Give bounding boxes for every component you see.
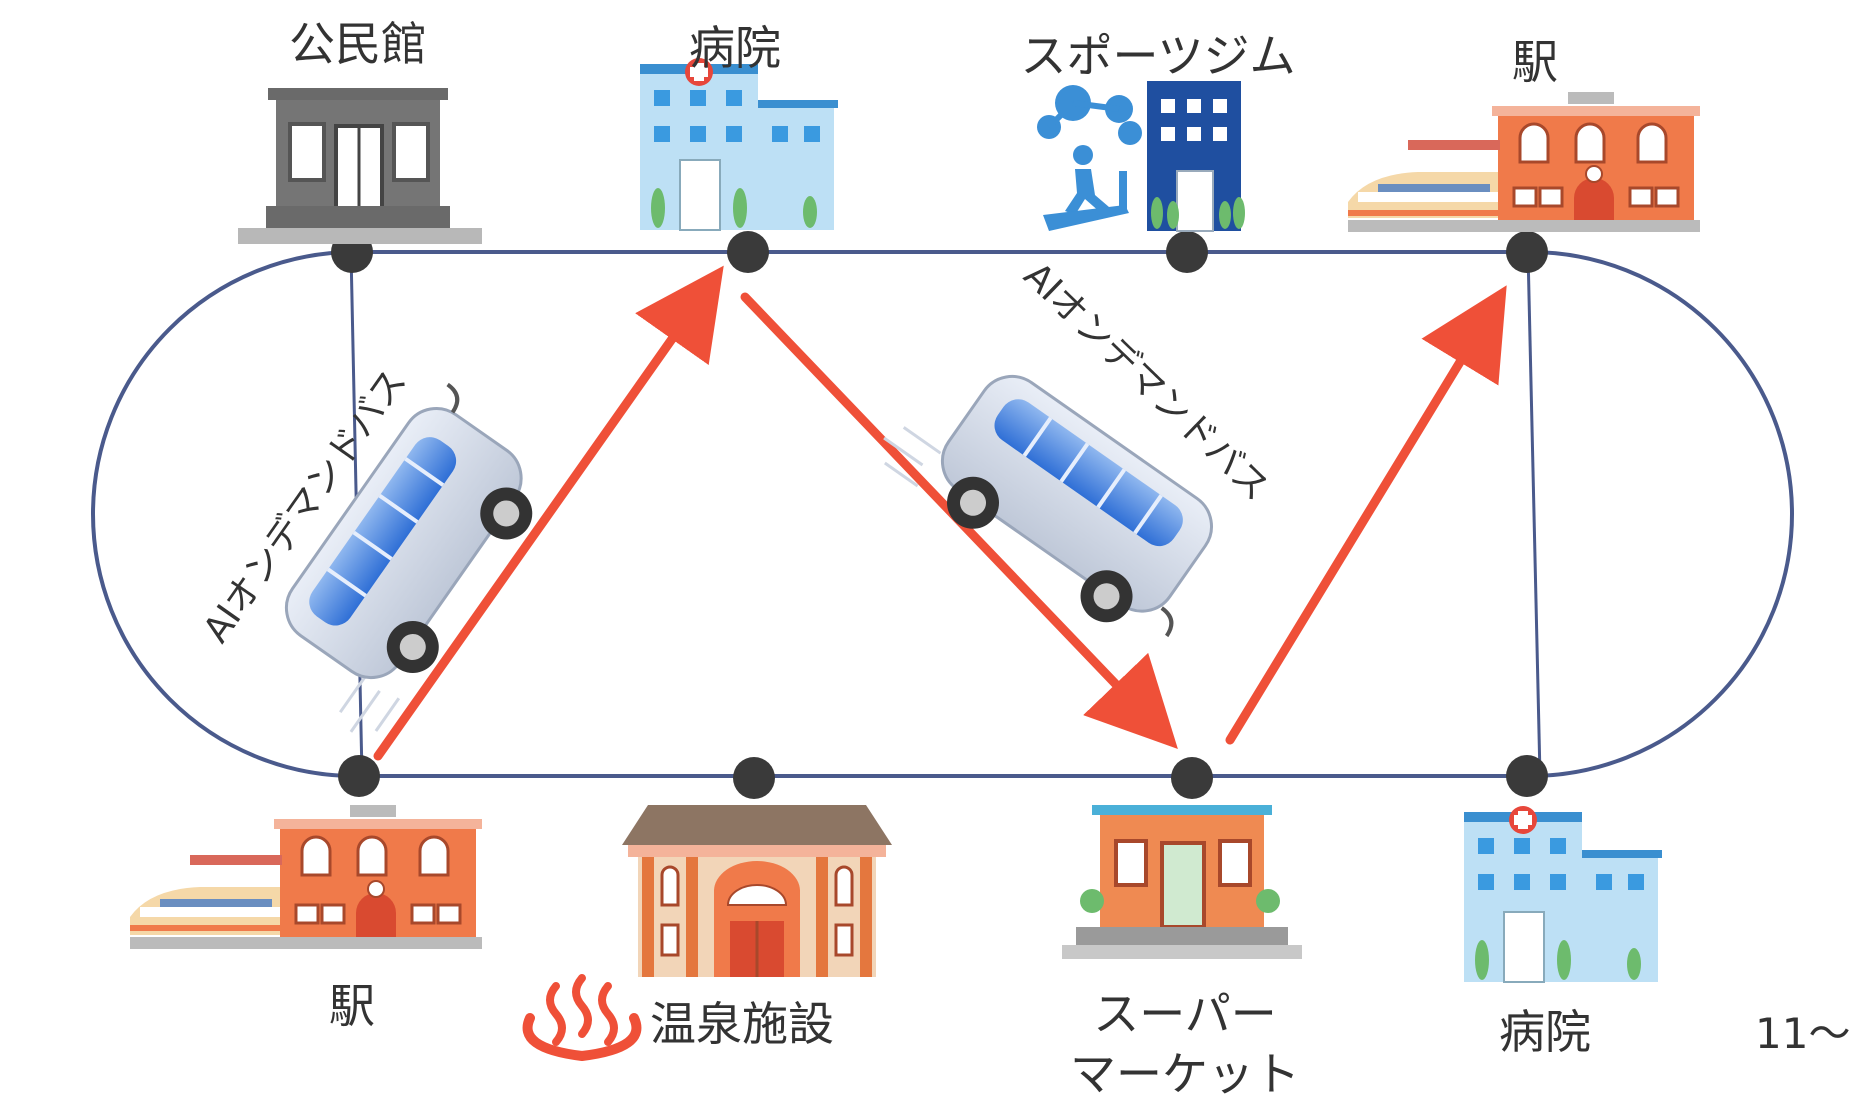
arrow-supermarket-to-station	[1225, 285, 1507, 745]
onsen-building-icon	[622, 805, 892, 977]
right-connector	[1526, 251, 1542, 777]
stop-hospital-top	[727, 231, 769, 273]
stop-station-bottom	[338, 755, 380, 797]
station-icon	[1348, 92, 1700, 232]
bus-icon	[284, 382, 533, 733]
label-station-top: 駅	[1512, 35, 1558, 89]
label-hospital-bottom: 病院	[1499, 1005, 1591, 1059]
supermarket-icon	[1062, 805, 1302, 959]
bus-icon	[883, 374, 1213, 638]
hospital-icon	[1464, 806, 1662, 983]
label-hospital-top: 病院	[689, 21, 781, 75]
stop-supermarket	[1171, 757, 1213, 799]
sports-gym-icon	[1037, 81, 1245, 232]
bus-stops	[331, 231, 1548, 799]
stop-onsen	[733, 757, 775, 799]
demand-route-arrows	[373, 265, 1507, 761]
station-icon	[130, 805, 482, 949]
arrow-station-to-hospital	[373, 265, 724, 761]
label-onsen: 温泉施設	[650, 997, 834, 1051]
label-station-bottom: 駅	[329, 979, 375, 1033]
label-cut-right: 11〜	[1755, 1009, 1850, 1058]
label-sports-gym: スポーツジム	[1020, 29, 1296, 83]
label-supermarket-line1: スーパー	[1093, 987, 1277, 1041]
stop-station-top	[1506, 231, 1548, 273]
hospital-icon	[640, 58, 838, 231]
label-community-hall: 公民館	[289, 17, 427, 71]
hot-spring-icon	[522, 974, 642, 1062]
stop-hospital-bottom	[1506, 755, 1548, 797]
stop-gym	[1166, 231, 1208, 273]
community-hall-icon	[238, 88, 482, 244]
label-supermarket-line2: マーケット	[1070, 1047, 1300, 1101]
